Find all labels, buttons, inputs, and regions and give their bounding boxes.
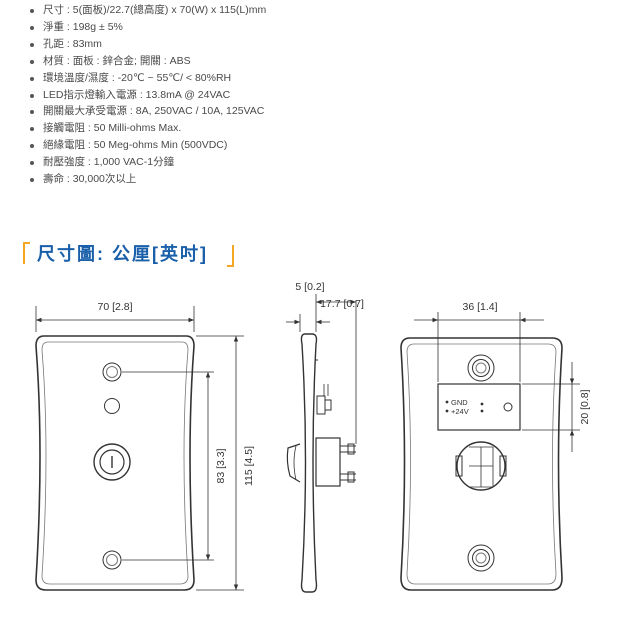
hole-distance-label: 83 [3.3]: [215, 448, 227, 483]
terminal-block: [437, 383, 521, 431]
spec-item: 接觸電阻 : 50 Milli-ohms Max.: [27, 120, 266, 137]
gnd-label: GND: [451, 398, 468, 407]
back-plate-outline: [400, 337, 563, 591]
spec-text: 材質 : 面板 : 鋅合金; 開關 : ABS: [43, 54, 191, 67]
bullet-icon: [30, 59, 34, 64]
back-height-label: 20 [0.8]: [579, 389, 591, 424]
front-plate-outline: [35, 335, 195, 591]
bullet-icon: [30, 42, 34, 47]
spec-text: 開關最大承受電源 : 8A, 250VAC / 10A, 125VAC: [43, 105, 265, 118]
bullet-icon: [30, 144, 34, 149]
spec-item: LED指示燈輸入電源 : 13.8mA @ 24VAC: [27, 87, 266, 104]
back-width-label: 36 [1.4]: [462, 301, 497, 313]
side-total-label: 17.7 [0.7]: [320, 298, 364, 310]
spec-text: 環境溫度/濕度 : -20℃ ~ 55℃/ < 80%RH: [43, 71, 232, 84]
spec-text: 接觸電阻 : 50 Milli-ohms Max.: [43, 122, 182, 135]
bullet-icon: [30, 9, 34, 13]
spec-text: 尺寸 : 5(面板)/22.7(總高度) x 70(W) x 115(L)mm: [43, 4, 267, 16]
spec-item: 壽命 : 30,000次以上: [27, 171, 266, 188]
bottom-screw-hole: [102, 550, 122, 570]
spec-text: 壽命 : 30,000次以上: [43, 173, 137, 186]
side-plate: [300, 333, 318, 593]
side-plate-label: 5 [0.2]: [295, 281, 324, 293]
back-bottom-screw: [467, 544, 495, 572]
switch-button: [99, 449, 125, 475]
bullet-icon: [30, 93, 34, 98]
page-title: 尺寸圖: 公厘[英吋]: [37, 244, 208, 264]
side-rocker: [286, 443, 301, 483]
bullet-icon: [30, 178, 34, 183]
front-height-label: 115 [4.5]: [243, 446, 255, 486]
spec-item: 耐壓強度 : 1,000 VAC-1分鐘: [27, 154, 266, 171]
spec-item: 淨重 : 198g ± 5%: [27, 19, 266, 36]
spec-item: 尺寸 : 5(面板)/22.7(總高度) x 70(W) x 115(L)mm: [27, 2, 266, 19]
top-screw-hole: [102, 362, 122, 382]
bullet-icon: [30, 25, 34, 30]
back-view: [400, 312, 580, 591]
back-top-screw: [467, 354, 495, 382]
spec-list: 尺寸 : 5(面板)/22.7(總高度) x 70(W) x 115(L)mm …: [27, 2, 266, 188]
front-view: [35, 306, 244, 591]
plus24v-label: +24V: [451, 407, 469, 416]
bullet-icon: [30, 110, 34, 115]
spec-item: 絕緣電阻 : 50 Meg-ohms Min (500VDC): [27, 137, 266, 154]
side-view: [286, 294, 357, 593]
bullet-icon: [30, 161, 34, 166]
side-switch-body: [315, 437, 341, 487]
bracket-left-icon: [23, 242, 30, 264]
spec-text: 耐壓強度 : 1,000 VAC-1分鐘: [43, 156, 175, 169]
spec-item: 材質 : 面板 : 鋅合金; 開關 : ABS: [27, 53, 266, 70]
bullet-icon: [30, 76, 34, 81]
spec-item: 環境溫度/濕度 : -20℃ ~ 55℃/ < 80%RH: [27, 70, 266, 87]
spec-item: 孔距 : 83mm: [27, 36, 266, 53]
side-led-body: [316, 395, 326, 415]
back-plate-inner: [406, 343, 557, 585]
front-width-label: 70 [2.8]: [97, 301, 132, 313]
spec-text: 絕緣電阻 : 50 Meg-ohms Min (500VDC): [43, 139, 228, 152]
bullet-icon: [30, 127, 34, 132]
terminal-labels: [445, 400, 484, 413]
spec-text: 孔距 : 83mm: [43, 37, 102, 50]
terminal-screw: [503, 402, 513, 412]
front-plate-inner: [41, 341, 189, 585]
spec-text: LED指示燈輸入電源 : 13.8mA @ 24VAC: [43, 88, 231, 101]
spec-item: 開關最大承受電源 : 8A, 250VAC / 10A, 125VAC: [27, 103, 266, 120]
back-switch-housing: [456, 441, 506, 491]
bracket-right-icon: [227, 245, 234, 267]
switch-bezel: [93, 443, 131, 481]
led-indicator: [104, 398, 120, 414]
spec-text: 淨重 : 198g ± 5%: [43, 20, 123, 33]
